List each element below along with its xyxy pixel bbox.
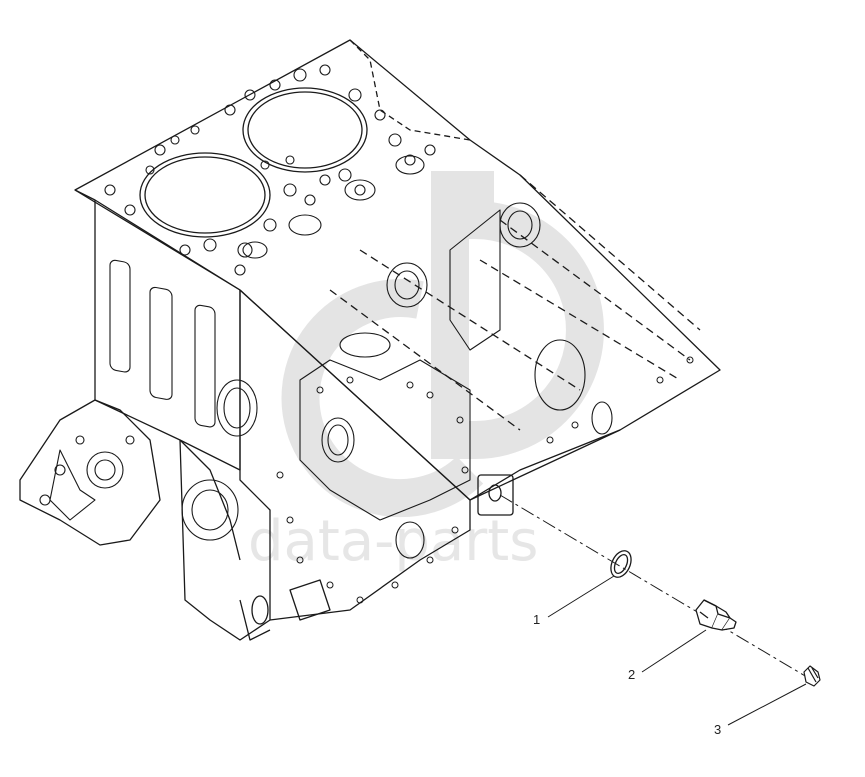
watermark-logo — [281, 171, 604, 518]
block-top-deck — [74, 39, 721, 501]
assembly-centerline — [499, 494, 813, 681]
cylinder-bore — [139, 152, 271, 238]
sealing-washer-part — [610, 550, 632, 578]
fitting-part — [803, 665, 821, 687]
callout-number-2: 2 — [628, 667, 635, 682]
block-side-face — [239, 289, 471, 621]
callout-leaders — [547, 575, 807, 726]
cylinder-bore — [242, 87, 368, 173]
sensor-mounting-boss — [477, 474, 514, 516]
watermark-text: data-parts — [248, 509, 538, 574]
sensor-switch-part — [695, 599, 737, 631]
callout-number-1: 1 — [533, 612, 540, 627]
block-front-face — [94, 200, 241, 471]
callout-leader-1 — [547, 575, 615, 618]
callout-leader-2 — [641, 629, 707, 673]
callout-leader-3 — [727, 683, 807, 726]
callout-number-3: 3 — [714, 722, 721, 737]
engine-block — [19, 39, 721, 641]
